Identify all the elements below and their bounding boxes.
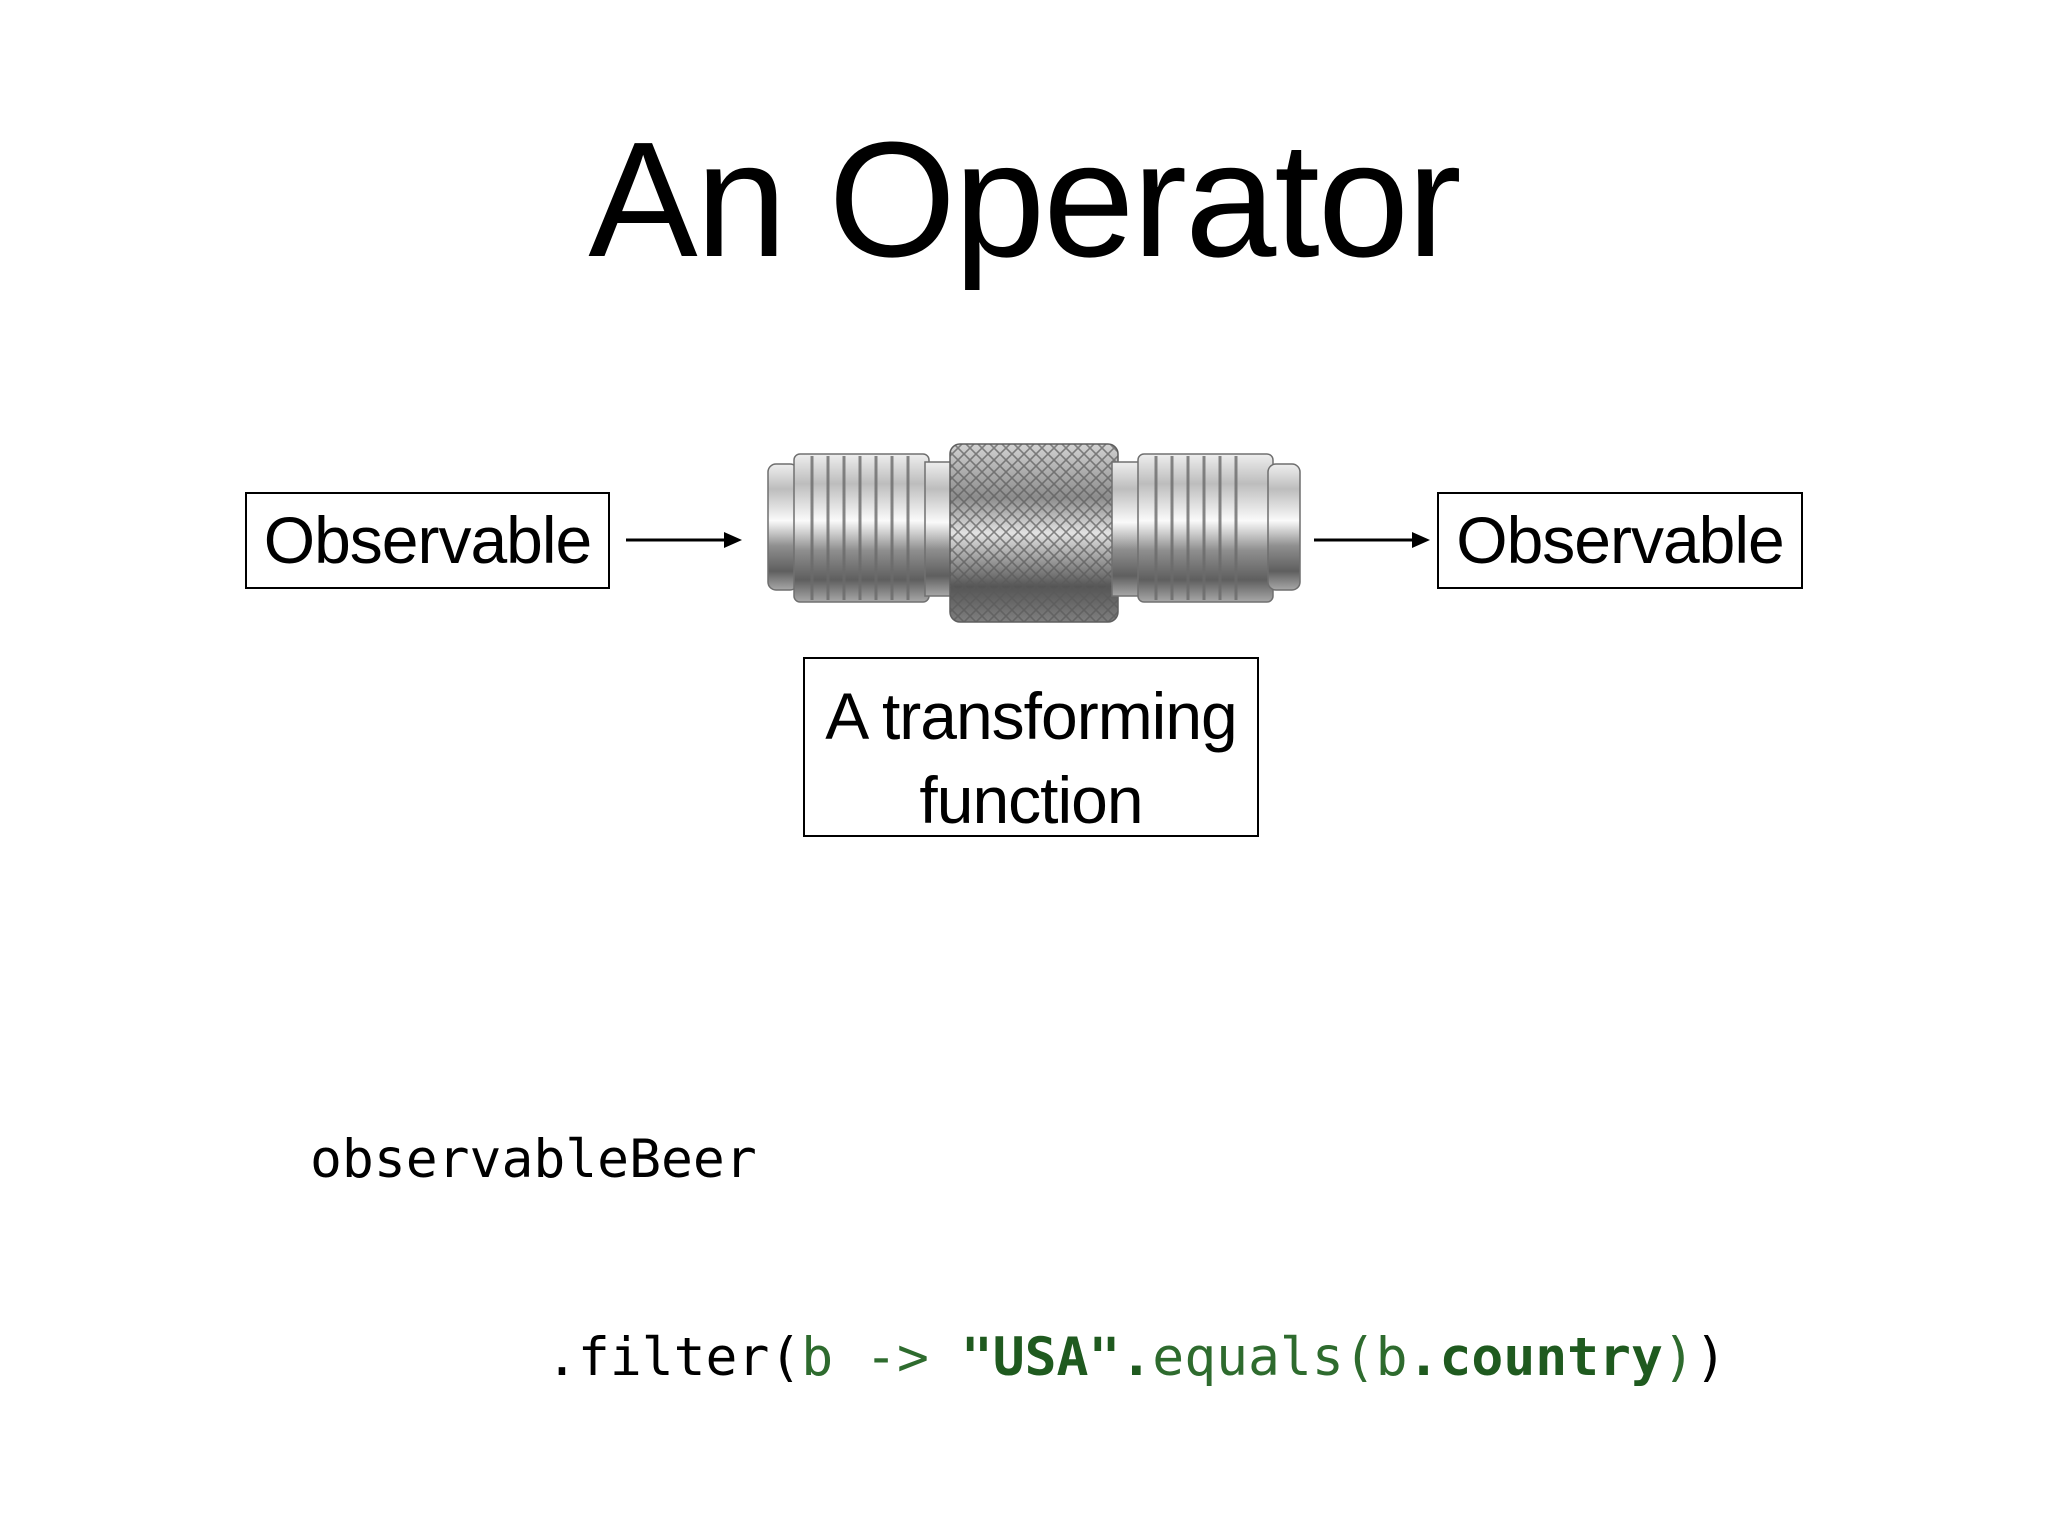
code-string-literal: "USA" [960, 1327, 1121, 1388]
metal-coaxial-adapter-icon [767, 443, 1301, 623]
code-equals-call: equals(b [1152, 1327, 1408, 1388]
input-arrow [626, 532, 742, 548]
code-filter-call: .filter( [546, 1327, 802, 1388]
slide-title: An Operator [588, 108, 1461, 291]
code-lambda-param: b -> [801, 1327, 961, 1388]
code-snippet: observableBeer .filter(b -> "USA".equals… [310, 995, 1727, 1457]
transforming-function-box: A transforming function [803, 657, 1259, 837]
code-field-dot: . [1407, 1327, 1440, 1388]
code-line-1: observableBeer [310, 1127, 1727, 1193]
code-field-name: country [1439, 1327, 1663, 1388]
code-close-outer: ) [1694, 1327, 1727, 1388]
code-close-inner: ) [1662, 1327, 1695, 1388]
code-line-2: .filter(b -> "USA".equals(b.country)) [310, 1325, 1727, 1391]
output-arrow [1314, 532, 1430, 548]
code-dot: . [1120, 1327, 1153, 1388]
code-observable-name: observableBeer [310, 1129, 757, 1190]
transform-label-line1: A transforming [825, 679, 1238, 753]
output-observable-box: Observable [1437, 492, 1803, 589]
transform-label-line2: function [919, 763, 1143, 837]
input-observable-box: Observable [245, 492, 610, 589]
